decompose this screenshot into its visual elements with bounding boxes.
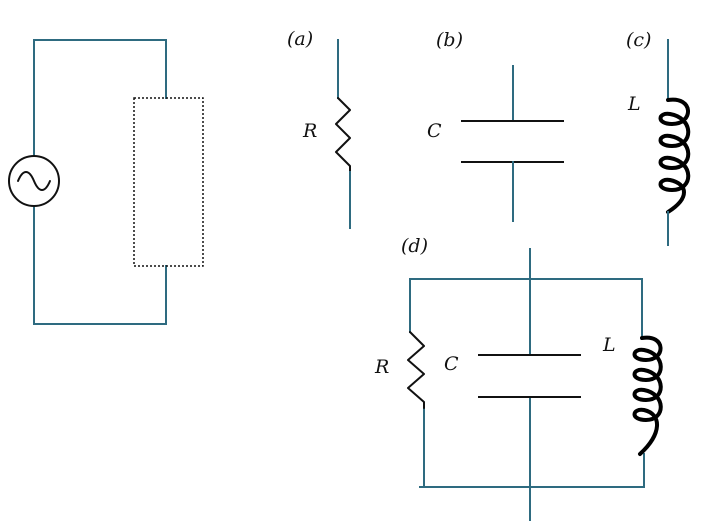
panel-d-tag: (d): [401, 235, 428, 257]
panel-d-label-l: L: [602, 334, 616, 356]
panel-d: (d) R C L: [374, 235, 663, 521]
panel-a-label: R: [302, 120, 317, 142]
panel-a-tag: (a): [287, 28, 313, 50]
resistor-icon: [335, 39, 351, 229]
panel-b-tag: (b): [436, 29, 463, 51]
panel-d-capacitor-icon: [478, 354, 581, 398]
parallel-frame: [409, 248, 645, 521]
panel-c: (c) L: [626, 29, 691, 246]
panel-b: (b) C: [427, 29, 564, 222]
source-circuit-wire: [33, 39, 167, 325]
panel-b-label: C: [427, 120, 442, 142]
ac-source-icon: [8, 155, 60, 207]
panel-d-inductor-icon: [632, 335, 663, 456]
dashed-placeholder-box: [133, 97, 204, 267]
panel-d-resistor-icon: [407, 331, 425, 409]
capacitor-icon: [461, 65, 564, 222]
inductor-icon: [658, 39, 691, 246]
panel-c-label: L: [627, 93, 641, 115]
panel-d-label-c: C: [444, 353, 459, 375]
panel-d-label-r: R: [374, 356, 389, 378]
source-circuit: [8, 39, 204, 325]
panel-c-tag: (c): [626, 29, 651, 51]
panel-a: (a) R: [287, 28, 351, 229]
